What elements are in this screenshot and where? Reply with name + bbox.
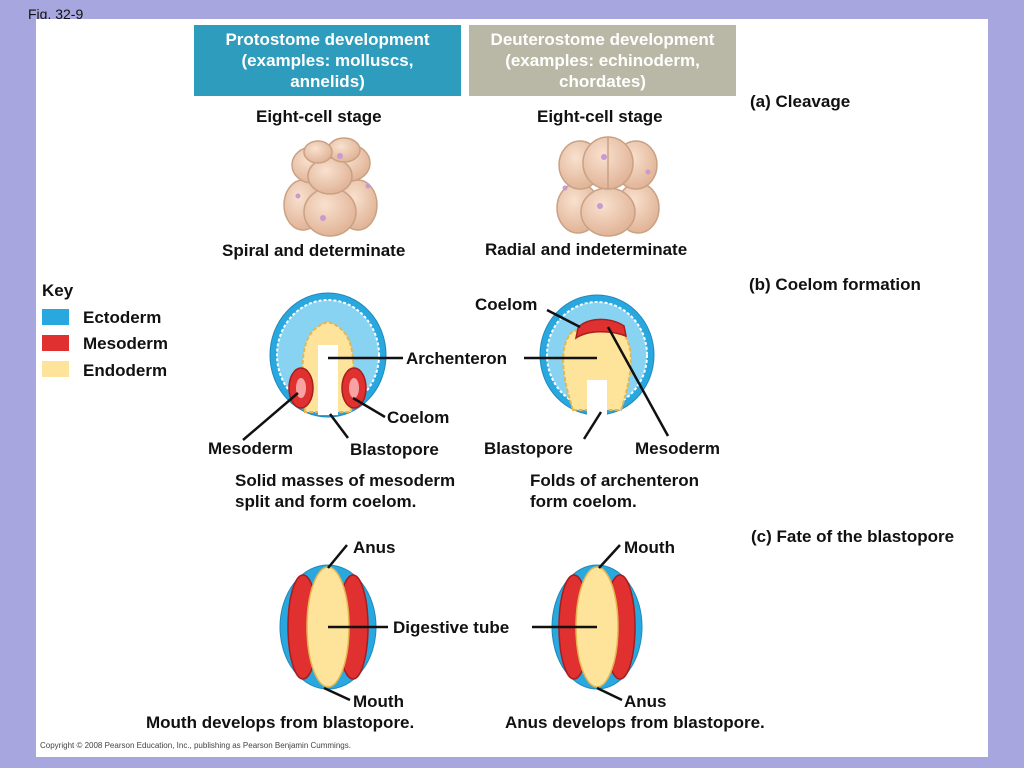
protostome-header: Protostome development (examples: mollus… — [194, 25, 461, 96]
mouth-bottom-label: Mouth — [353, 692, 404, 711]
key-label-endoderm: Endoderm — [83, 361, 168, 380]
blastopore-right-label: Blastopore — [484, 439, 573, 458]
protostome-gastrula — [269, 292, 387, 418]
anus-bottom-label: Anus — [624, 692, 667, 711]
cleavage-right-stage-label: Eight-cell stage — [537, 107, 663, 126]
section-blastopore-fate-label: (c) Fate of the blastopore — [751, 527, 955, 546]
protostome-header-line-3: annelids) — [290, 72, 365, 91]
coelom-left-caption-line-2: split and form coelom. — [235, 492, 417, 511]
deuterostome-header-line-3: chordates) — [559, 72, 646, 91]
anus-top-label: Anus — [353, 538, 396, 557]
coelom-top-label: Coelom — [475, 295, 538, 314]
fate-left-caption: Mouth develops from blastopore. — [146, 713, 415, 732]
eight-cell-embryo-radial — [556, 136, 660, 237]
section-cleavage-label: (a) Cleavage — [750, 92, 851, 111]
section-coelom-formation-label: (b) Coelom formation — [749, 275, 921, 294]
key-label-ectoderm: Ectoderm — [83, 308, 162, 327]
deuterostome-header: Deuterostome development (examples: echi… — [469, 25, 736, 96]
protostome-header-line-2: (examples: molluscs, — [241, 51, 414, 70]
digestive-tube-label: Digestive tube — [393, 618, 510, 637]
fate-right-caption: Anus develops from blastopore. — [505, 713, 765, 732]
blastopore-left-label: Blastopore — [350, 440, 439, 459]
cleavage-right-caption: Radial and indeterminate — [485, 240, 688, 259]
leader-lines — [242, 308, 670, 702]
cleavage-left-stage-label: Eight-cell stage — [256, 107, 382, 126]
key-label-mesoderm: Mesoderm — [83, 334, 169, 353]
coelom-right-caption-line-2: form coelom. — [530, 492, 637, 511]
key-swatch-ectoderm — [42, 309, 69, 325]
key-title: Key — [42, 281, 74, 300]
mesoderm-right-label: Mesoderm — [635, 439, 721, 458]
mouth-top-label: Mouth — [624, 538, 675, 557]
deuterostome-gastrula — [539, 294, 655, 416]
cleavage-left-caption: Spiral and determinate — [222, 241, 406, 260]
key-swatch-endoderm — [42, 361, 69, 377]
eight-cell-embryo-spiral — [283, 137, 378, 237]
deuterostome-header-line-1: Deuterostome development — [490, 30, 715, 49]
deuterostome-header-line-2: (examples: echinoderm, — [505, 51, 700, 70]
coelom-left-caption-line-1: Solid masses of mesoderm — [235, 471, 456, 490]
protostome-header-line-1: Protostome development — [225, 30, 430, 49]
figure-panel — [36, 19, 988, 757]
figure-label: Fig. 32-9 — [28, 6, 84, 22]
coelom-right-caption-line-1: Folds of archenteron — [530, 471, 700, 490]
coelom-left-label: Coelom — [387, 408, 450, 427]
copyright-notice: Copyright © 2008 Pearson Education, Inc.… — [40, 741, 351, 750]
mesoderm-left-label: Mesoderm — [208, 439, 294, 458]
key-swatch-mesoderm — [42, 335, 69, 351]
archenteron-label: Archenteron — [406, 349, 508, 368]
